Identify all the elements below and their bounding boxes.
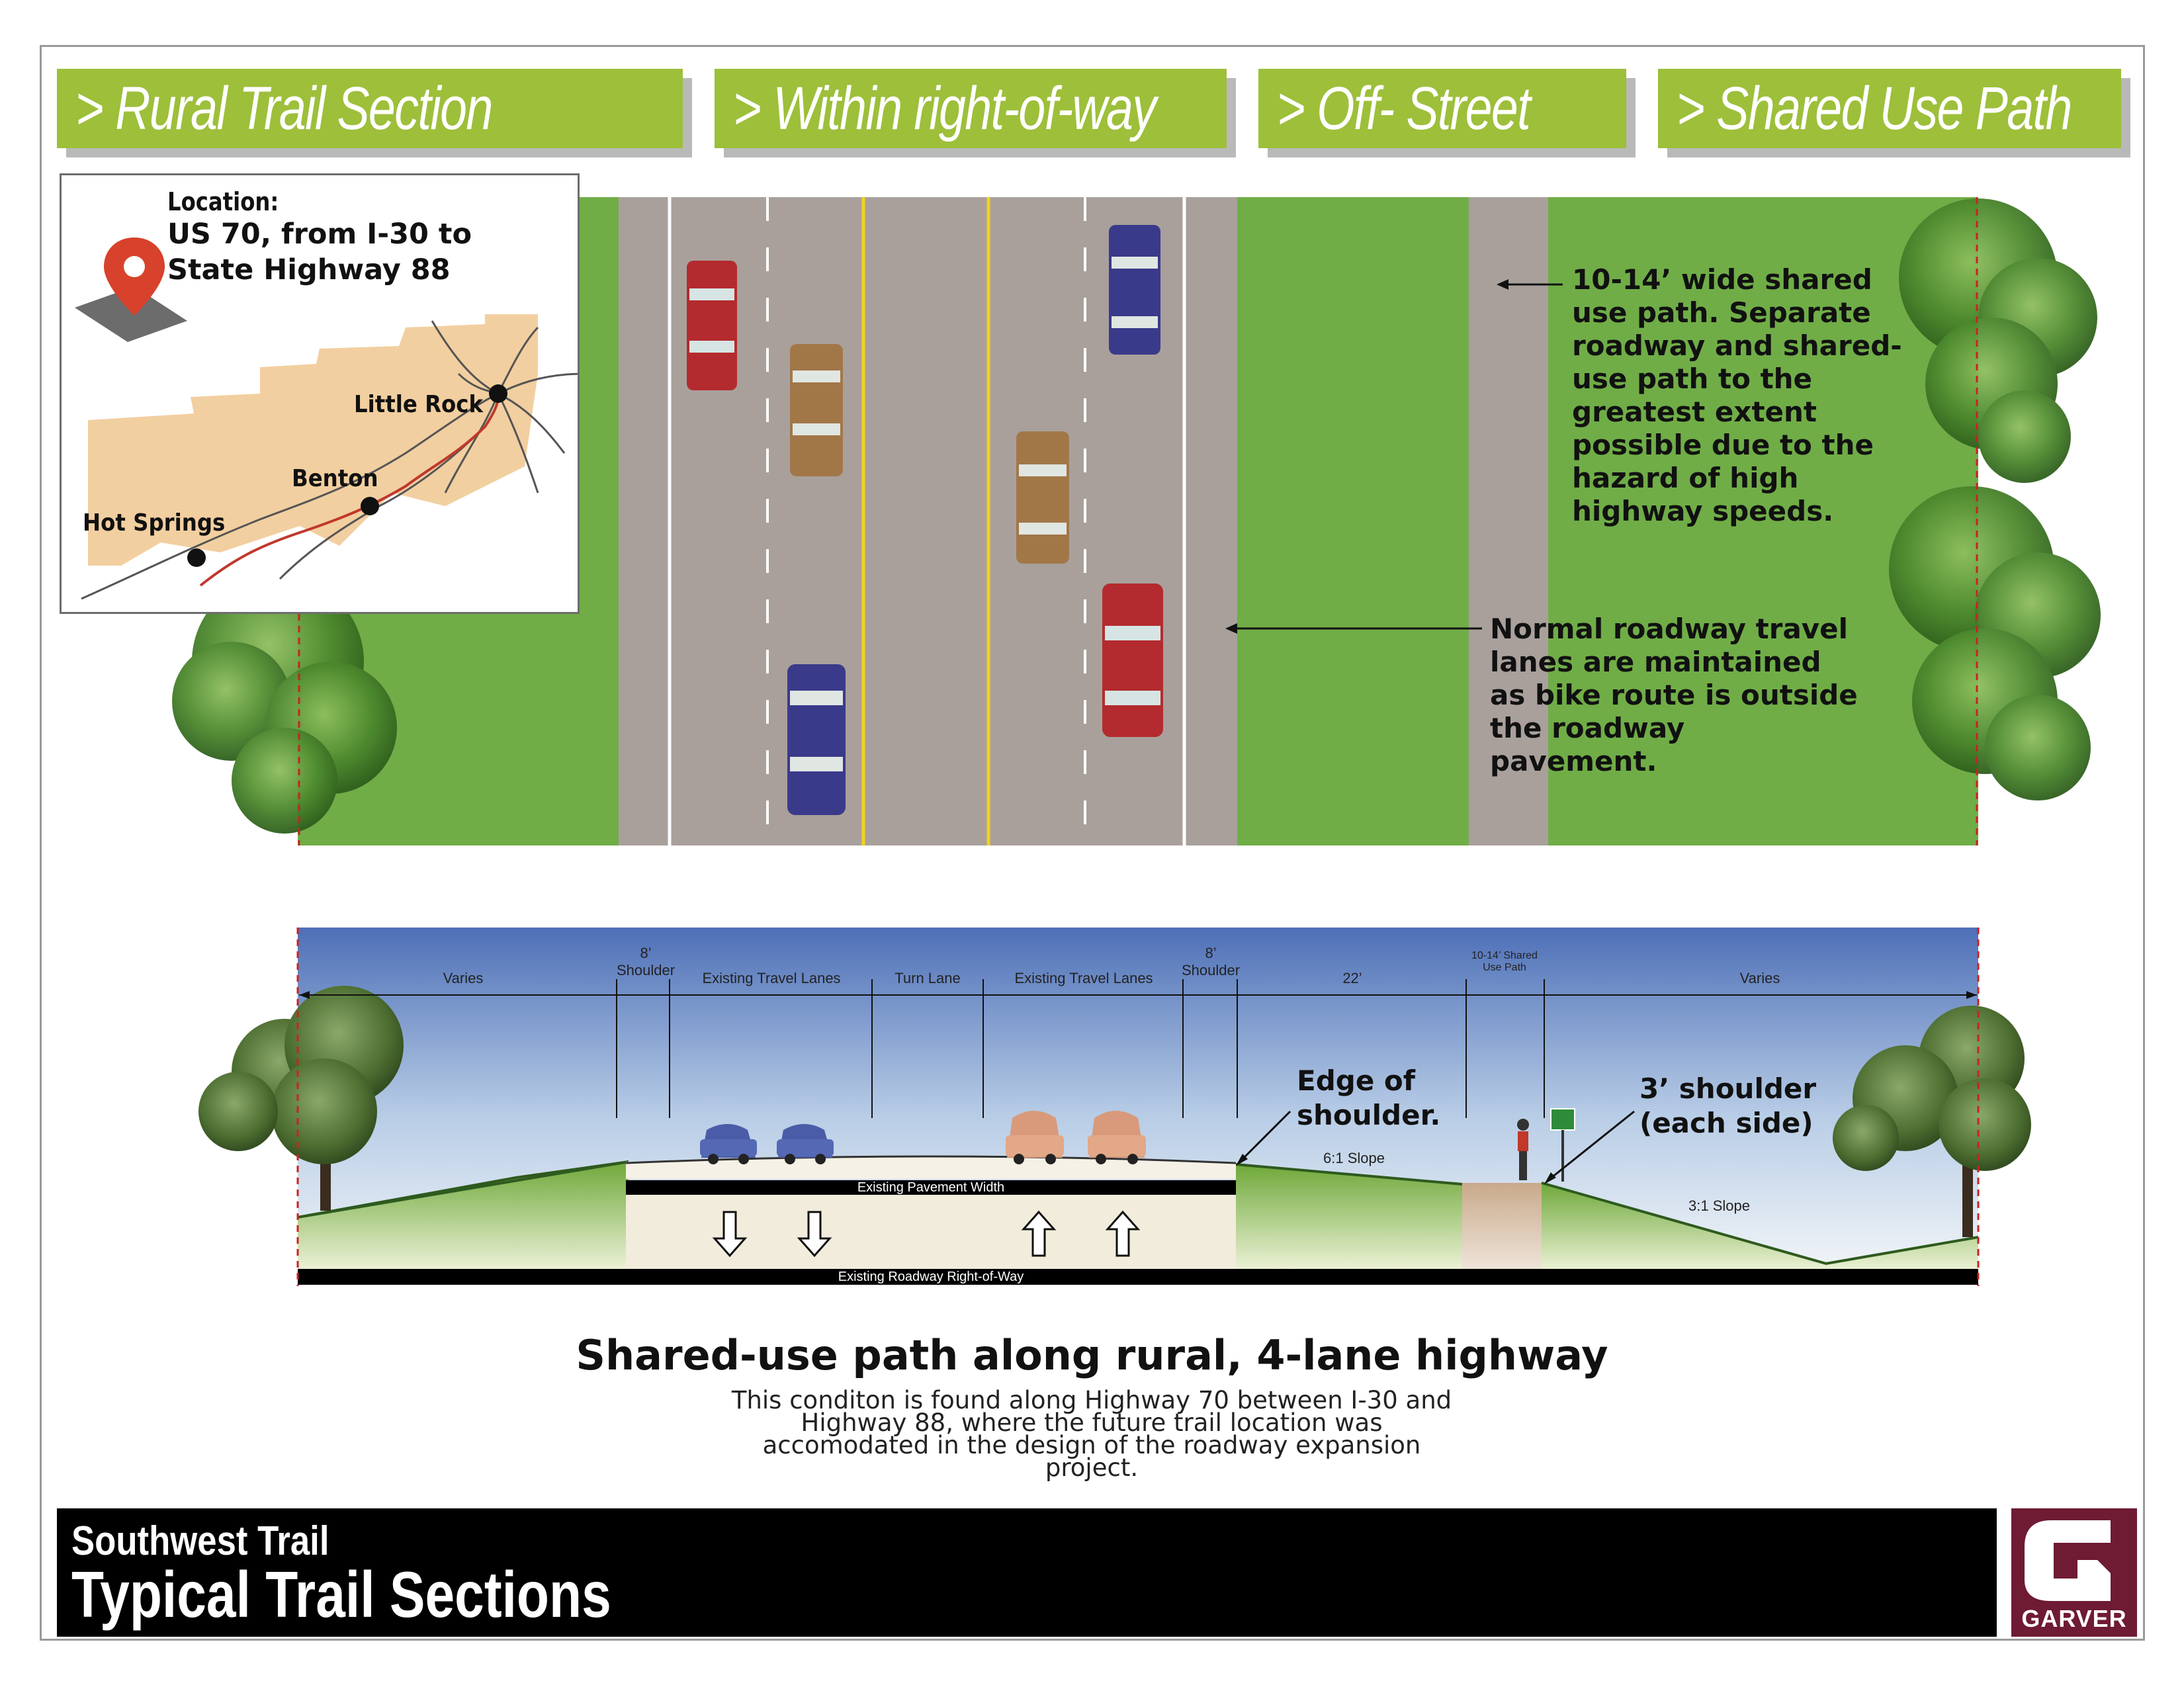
section-car-tan-2 (1088, 1111, 1146, 1164)
tree-section-right (1833, 1006, 2031, 1237)
car-brown-2 (1016, 431, 1069, 564)
path-section (1462, 1183, 1542, 1272)
dim-travel-lanes-left: Existing Travel Lanes (702, 970, 841, 986)
urban-area (88, 314, 538, 566)
tag-within-right-of-way: > Within right-of-way (715, 69, 1227, 148)
dim-varies-right: Varies (1739, 970, 1780, 986)
car-red-1 (687, 261, 737, 390)
city-dot-hot-springs (187, 548, 206, 567)
cyclist-icon (1517, 1119, 1529, 1180)
dim-travel-lanes-right: Existing Travel Lanes (1014, 970, 1153, 986)
caption-description: This conditon is found along Highway 70 … (731, 1386, 1452, 1482)
map-base-shape (75, 286, 187, 342)
tag-shared-use-path: > Shared Use Path (1658, 69, 2121, 148)
tree-plan-right-top (1899, 198, 2097, 483)
tag-rural-trail-section: > Rural Trail Section (57, 69, 683, 148)
location-label: Location: (167, 187, 279, 216)
pavement-width-label: Existing Pavement Width (857, 1180, 1005, 1195)
section-car-blue-2 (777, 1124, 834, 1164)
city-label-little-rock: Little Rock (354, 391, 484, 418)
footer-bar: Southwest Trail Typical Trail Sections (57, 1508, 1997, 1637)
car-blue-1 (1109, 225, 1160, 355)
tree-plan-left (172, 576, 397, 834)
section-car-tan-1 (1006, 1111, 1064, 1164)
city-label-benton: Benton (292, 465, 378, 492)
shoulder-callout-leader (1548, 1110, 1635, 1182)
location-map-drawing (75, 238, 578, 600)
slope-6-1: 6:1 Slope (1323, 1150, 1385, 1166)
ground-right-1 (1236, 1164, 1462, 1272)
slope-3-1: 3:1 Slope (1688, 1197, 1750, 1214)
car-red-2 (1102, 584, 1163, 737)
page-frame (40, 45, 2145, 1641)
existing-pavement-width-bar (626, 1180, 1236, 1195)
dim-22ft: 22’ (1342, 970, 1362, 986)
garver-logo: GARVER (2011, 1508, 2137, 1637)
city-dot-little-rock (489, 384, 507, 403)
dim-shared-use-path: 10-14’ Shared Use Path (1471, 950, 1538, 973)
plan-view-drawing (172, 197, 2101, 845)
location-text: US 70, from I-30 to State Highway 88 (167, 218, 472, 286)
trail-route (199, 393, 500, 587)
tag-off-street: > Off- Street (1258, 69, 1626, 148)
edge-callout-leader (1239, 1110, 1291, 1163)
shared-use-path (1469, 197, 1548, 845)
map-pin-icon (104, 238, 165, 316)
path-note: 10-14’ wide shared use path. Separate ro… (1572, 263, 1902, 527)
dim-turn-lane: Turn Lane (895, 970, 961, 986)
pavement-surface (626, 1162, 1236, 1179)
dim-shoulder-left: 8’ Shoulder (616, 945, 676, 978)
section-car-blue-1 (700, 1124, 757, 1164)
caption-title: Shared-use path along rural, 4-lane high… (576, 1331, 1608, 1379)
dimension-ticks (299, 991, 1977, 999)
edge-of-shoulder-callout: Edge of shoulder. (1297, 1064, 1441, 1131)
city-label-hot-springs: Hot Springs (83, 509, 226, 537)
ground-right-2 (1542, 1183, 1978, 1272)
garver-logo-icon (2025, 1520, 2111, 1601)
dim-shoulder-right: 8’ Shoulder (1181, 945, 1241, 978)
car-brown-1 (790, 344, 843, 476)
garver-logo-text: GARVER (2021, 1605, 2127, 1632)
three-foot-shoulder-callout: 3’ shoulder (each side) (1639, 1072, 1817, 1139)
footer-subtitle: Southwest Trail (71, 1518, 329, 1564)
ground-left (298, 1162, 629, 1272)
location-map: Location: US 70, from I-30 to State High… (60, 173, 580, 614)
car-blue-2 (787, 664, 846, 815)
existing-right-of-way-bar (298, 1269, 1978, 1285)
plan-view: 10-14’ wide shared use path. Separate ro… (172, 197, 2101, 845)
city-dot-benton (361, 497, 379, 515)
grass-median (1237, 197, 1469, 845)
dim-varies-left: Varies (443, 970, 484, 986)
pavement-base (626, 1195, 1236, 1269)
tree-plan-right-bottom (1889, 486, 2101, 800)
lanes-note: Normal roadway travel lanes are maintain… (1490, 613, 1858, 777)
dimension-lines (299, 979, 1977, 1118)
direction-arrows (712, 1210, 1141, 1258)
cross-section-drawing (198, 928, 2031, 1286)
bike-route-sign-icon (1550, 1108, 1575, 1182)
footer-title: Typical Trail Sections (71, 1558, 611, 1631)
right-of-way-label: Existing Roadway Right-of-Way (838, 1270, 1024, 1284)
